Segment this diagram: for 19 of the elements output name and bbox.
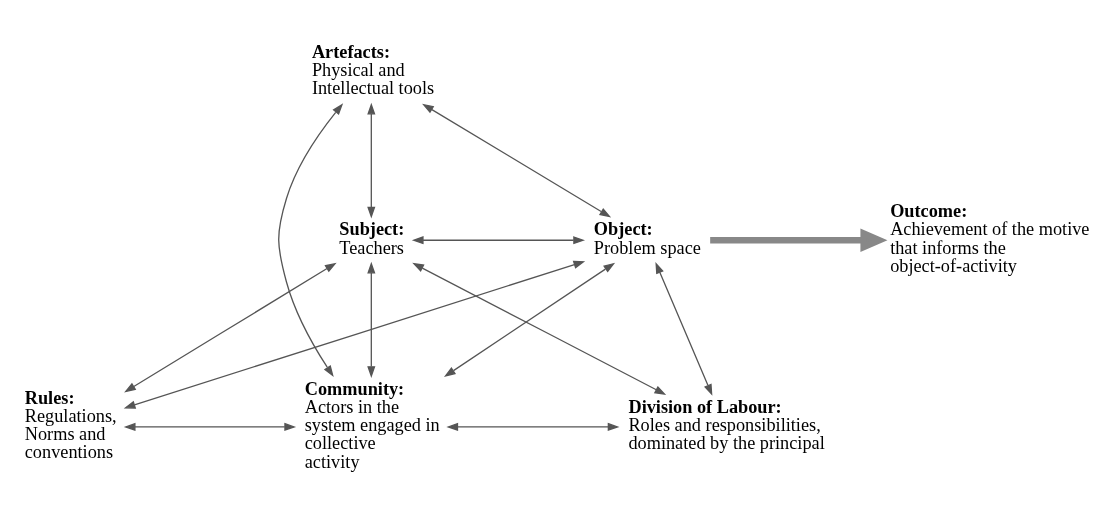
node-text: Subject: Teachers xyxy=(339,218,405,258)
arrow xyxy=(367,261,376,378)
node-text: Community: Actors in the system engaged in collective activity xyxy=(304,378,440,472)
arrow xyxy=(412,262,667,395)
arrow xyxy=(443,262,616,377)
node-text: Rules: Regulations, Norms and conventions xyxy=(24,387,117,462)
arrow xyxy=(123,260,586,409)
node-text: Outcome: Achievement of the motive that informs the object-of-activity xyxy=(890,200,1090,276)
node-text: Object: Problem space xyxy=(593,218,701,258)
arrow xyxy=(123,422,297,431)
node-text: Division of Labour: Roles and responsibilities, dominated by the principal xyxy=(628,396,825,453)
node-text: Artefacts: Physical and Intellectual tools xyxy=(311,41,435,98)
arrow xyxy=(124,262,337,392)
arrow xyxy=(655,261,713,396)
arrow xyxy=(422,103,612,218)
arrow xyxy=(411,235,585,244)
arrow xyxy=(446,422,620,431)
arrow xyxy=(278,102,344,377)
arrow xyxy=(367,102,376,218)
